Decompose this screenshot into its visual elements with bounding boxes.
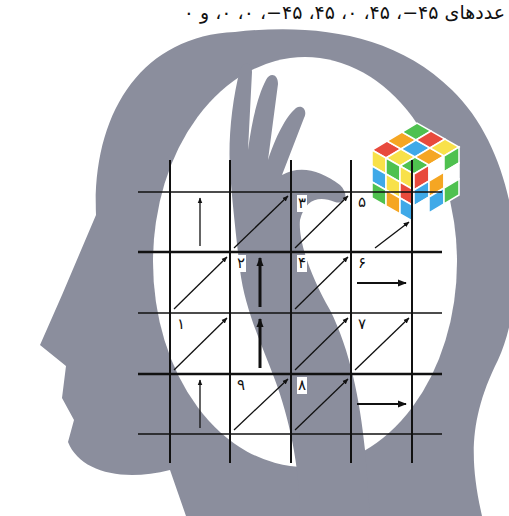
cell-number: ۱ <box>176 316 186 333</box>
cell-number: ۸ <box>297 377 307 394</box>
cell-number: ۲ <box>236 255 246 272</box>
rubiks-cube <box>372 123 459 222</box>
cell-number: ۶ <box>357 255 367 272</box>
hand-silhouette <box>229 63 370 516</box>
grid-lines <box>138 160 442 463</box>
cell-number: ۴ <box>297 255 307 272</box>
cell-number: ۹ <box>236 377 246 394</box>
head-silhouette <box>40 29 509 516</box>
cell-number: ۳ <box>297 195 307 212</box>
cell-number: ۷ <box>357 316 367 333</box>
heading-text: عددهای ۴۵−، ۴۵، ۰، ۴۵، ۴۵−، ۰، ۰، و ۰ <box>184 2 505 23</box>
cell-arrows <box>174 196 409 430</box>
cell-number: ۵ <box>357 194 367 211</box>
